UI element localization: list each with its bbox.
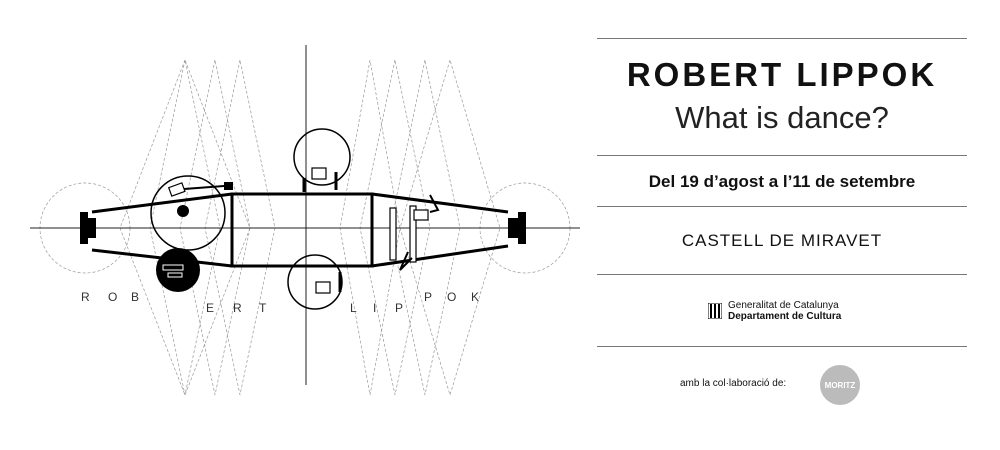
collaboration-label: amb la col·laboració de:: [680, 378, 787, 389]
wheels: [150, 128, 351, 310]
divider: [597, 346, 967, 347]
letter: E: [206, 301, 214, 315]
letter: I: [373, 301, 376, 315]
divider: [597, 274, 967, 275]
moritz-logo: MORITZ: [820, 365, 860, 405]
generalitat-name: Generalitat de Catalunya: [728, 300, 839, 311]
letter: R: [81, 290, 90, 304]
letter: T: [259, 301, 267, 315]
letter: K: [471, 290, 479, 304]
generalitat-logo: Generalitat de Catalunya Departament de …: [708, 300, 841, 322]
date-range: Del 19 d’agost a l’11 de setembre: [648, 172, 916, 191]
artist-name-letters: R O B E R T L I P P O K: [81, 290, 479, 315]
divider: [597, 206, 967, 207]
catalan-flag-icon: [708, 303, 722, 319]
letter: P: [424, 290, 432, 304]
letter: B: [131, 290, 139, 304]
end-caps: [80, 212, 526, 244]
divider: [597, 38, 967, 39]
venue: CASTELL DE MIRAVET: [681, 231, 883, 250]
divider: [597, 155, 967, 156]
letter: R: [233, 301, 242, 315]
show-subtitle: What is dance?: [675, 100, 889, 135]
letter: P: [395, 301, 403, 315]
letter: O: [108, 290, 117, 304]
letter: O: [447, 290, 456, 304]
robot-diagram-artwork: R O B E R T L I P P O K: [30, 45, 580, 397]
letter: L: [350, 301, 357, 315]
artist-title: ROBERT LIPPOK: [626, 56, 938, 93]
department-name: Departament de Cultura: [728, 311, 842, 322]
